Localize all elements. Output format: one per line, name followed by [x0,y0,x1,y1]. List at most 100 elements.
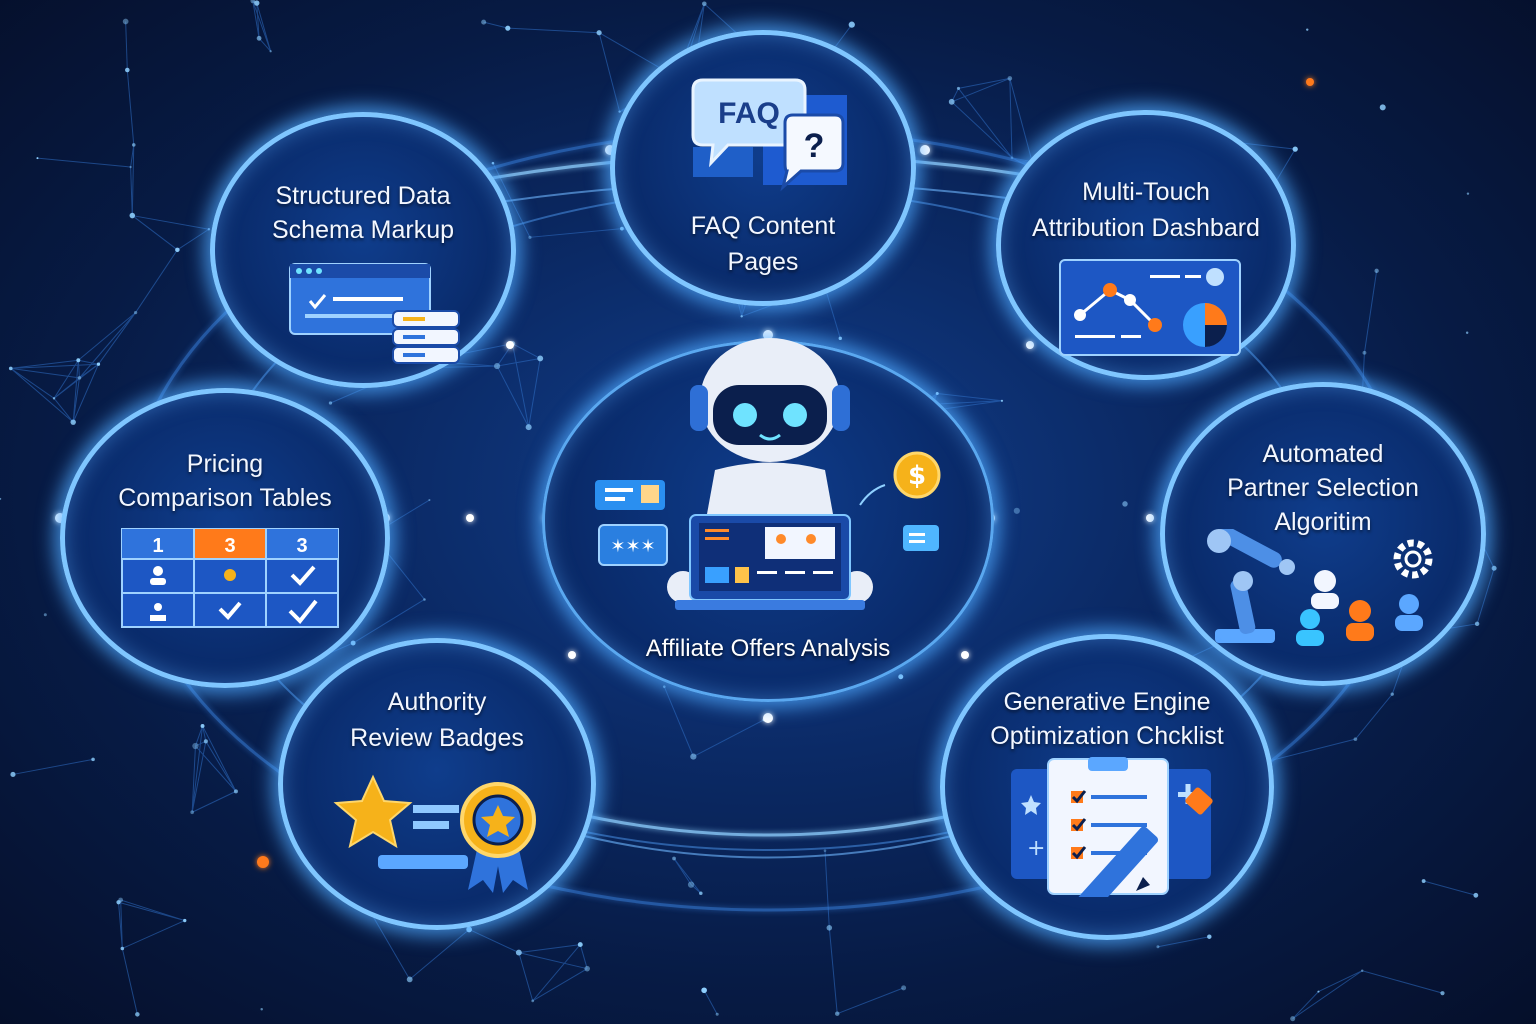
faq-label-line2: Pages [727,248,799,276]
network-link [10,368,55,399]
network-link [79,312,136,379]
node-structured-data: Structured Data Schema Markup [210,112,516,388]
partner-label-line1: Automated [1262,440,1384,468]
network-link [118,902,123,949]
network-dot [406,976,413,983]
network-link [53,398,74,423]
network-dot [838,336,842,341]
network-dot [620,226,624,231]
geo-label-line2: Optimization Chcklist [990,722,1224,750]
network-dot [596,30,602,36]
network-dot [702,1,707,7]
network-dot [699,891,703,896]
network-link [1362,970,1443,994]
pricing-label-line1: Pricing [186,450,264,478]
network-link [511,343,530,428]
partner-label-line2: Partner Selection [1227,474,1419,502]
network-dot [1353,737,1358,741]
pricing-label-line2: Comparison Tables [118,484,332,512]
network-dot [423,598,426,601]
network-dot [192,742,199,750]
node-authority-badges: Authority Review Badges [278,638,596,930]
network-link [507,27,600,34]
network-link [125,21,128,71]
network-link [951,101,1013,159]
network-dot [203,739,208,744]
network-dot [1361,969,1364,972]
network-dot [740,315,743,318]
network-dot [494,363,501,370]
network-link [483,21,508,29]
network-dot [254,0,260,6]
network-link [194,725,204,747]
network-link [828,927,838,1014]
robot-icon: ✶✶✶ $ [595,338,941,610]
network-link [191,745,196,813]
network-link [837,987,904,1015]
network-dot [690,753,697,760]
network-link [135,249,178,313]
network-link [958,77,1010,89]
network-dot [715,1012,719,1016]
network-link [177,228,210,251]
network-link [824,850,830,928]
network-link [1157,936,1210,948]
geo-label-line1: Generative Engine [1003,688,1211,716]
network-dot [577,942,583,948]
network-dot [1156,945,1160,949]
network-dot [1491,565,1497,571]
network-dot [133,310,138,315]
network-link [256,3,260,39]
node-faq-content-pages: FAQ ? FAQ Content Pages [610,30,916,306]
network-dot [129,212,136,219]
node-geo-checklist: Generative Engine Optimization Chcklist … [940,634,1274,940]
network-dot [250,0,256,4]
faq-chat-icon: FAQ ? [691,78,847,192]
network-link [191,790,237,813]
network-dot [96,362,101,366]
network-link [118,901,185,922]
pricing-table-icon: 1 3 3 [121,528,339,628]
question-icon-text: ? [804,127,825,165]
attribution-label-line1: Multi-Touch [1082,178,1210,206]
network-link [352,599,425,644]
network-dot [8,366,13,371]
network-dot [1306,28,1309,31]
network-dot [491,161,495,165]
network-dot [70,419,76,425]
network-link [1009,78,1033,162]
network-link [10,363,99,369]
network-dot [1000,399,1004,402]
network-link [532,968,588,1002]
pricing-col3-header: 3 [296,535,307,557]
network-link [598,32,621,112]
partner-label-line3: Algoritim [1274,508,1372,536]
svg-text:+: + [1027,836,1045,861]
network-dot [200,723,205,728]
svg-text:✶✶✶: ✶✶✶ [610,536,655,557]
network-dot [116,900,121,905]
network-link [98,312,137,365]
network-link [1423,880,1476,896]
network-link [1318,970,1363,993]
network-dot [1374,268,1379,273]
network-dot [1379,104,1386,111]
network-link [53,359,79,399]
svg-text:$: $ [908,461,926,491]
network-link [690,884,702,894]
network-dot [1474,621,1480,627]
network-dot [898,674,904,680]
network-dot [584,965,590,972]
network-link [1292,970,1363,1020]
network-link [518,944,581,954]
network-dot [835,1011,840,1016]
network-dot [672,856,676,861]
network-link [202,725,237,792]
network-link [673,858,692,885]
browser-database-icon [289,263,460,364]
network-link [518,952,588,970]
network-link [205,741,237,792]
authority-label-line2: Review Badges [350,724,524,752]
network-link [1363,270,1378,353]
